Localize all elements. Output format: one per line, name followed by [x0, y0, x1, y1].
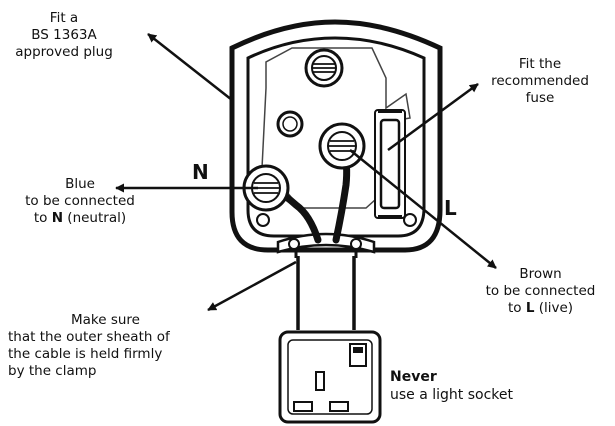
corner-screw-left — [256, 213, 270, 227]
label-sheath: Make sure that the outer sheath of the c… — [8, 312, 170, 379]
fuse — [374, 109, 406, 219]
terminal-letter-neutral: N — [192, 160, 209, 184]
socket-neutral-slot — [293, 401, 313, 412]
light-socket — [278, 330, 382, 424]
earth-terminal — [304, 48, 344, 88]
pointer-arrows — [115, 33, 497, 312]
arrow-fuse — [387, 82, 479, 152]
clamp-screw-left — [288, 238, 300, 250]
clamp-screw-right — [350, 238, 362, 250]
socket-live-slot — [329, 401, 349, 412]
label-never: Never use a light socket — [390, 369, 514, 403]
corner-screw-right — [403, 213, 417, 227]
arrow-plug — [147, 33, 233, 101]
cable — [294, 250, 358, 330]
label-blue-wire: Blue to be connected to N (neutral) — [25, 176, 135, 226]
arrow-brown — [349, 149, 497, 269]
terminal-letter-live: L — [444, 196, 457, 220]
arrow-sheath — [207, 260, 297, 312]
socket-earth-slot — [315, 371, 325, 391]
label-fuse: Fit the recommended fuse — [491, 56, 589, 106]
small-hole — [276, 110, 304, 138]
neutral-terminal — [242, 164, 290, 212]
label-brown-wire: Brown to be connected to L (live) — [485, 266, 596, 316]
label-plug: Fit a BS 1363A approved plug — [15, 10, 113, 60]
cable-clamp — [276, 232, 376, 254]
live-terminal — [318, 122, 366, 170]
